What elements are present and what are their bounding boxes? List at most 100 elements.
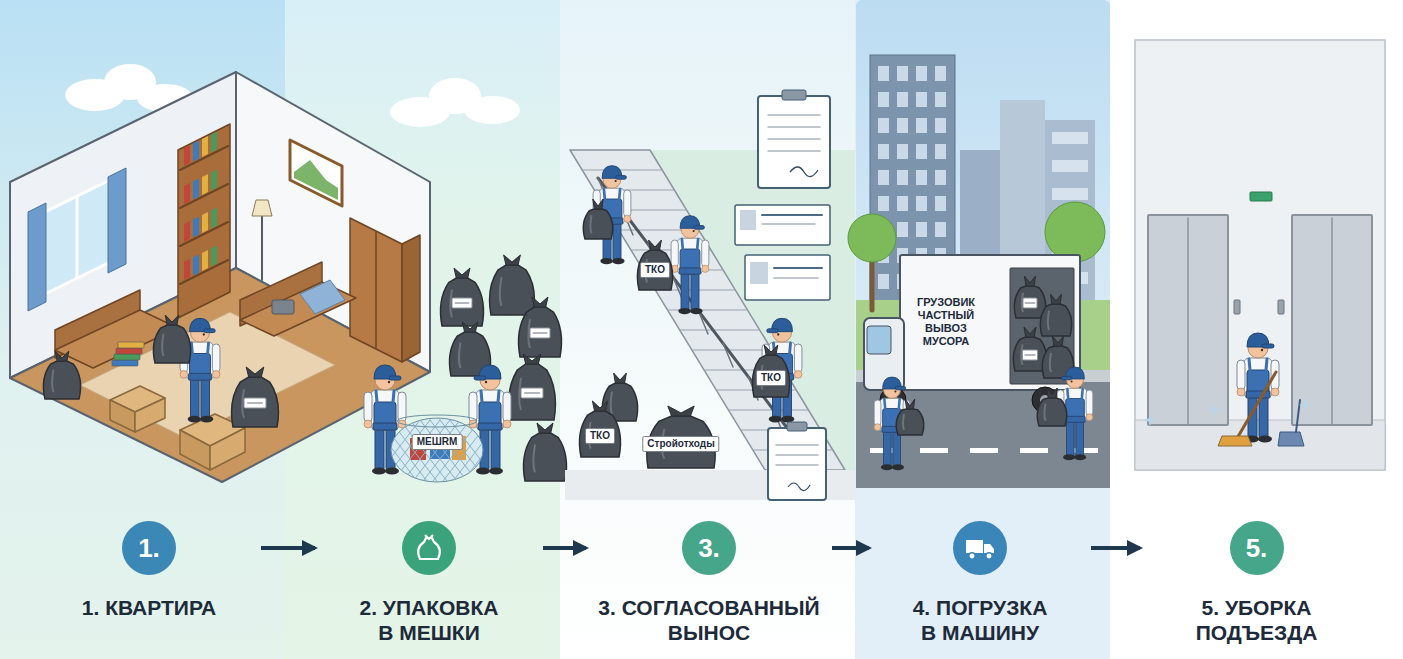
room (76, 196, 79, 278)
street-scene (1045, 202, 1105, 262)
worker (364, 420, 372, 428)
staircase (728, 409, 808, 410)
street-scene (1020, 448, 1048, 453)
worker (372, 468, 386, 475)
clipboard (768, 114, 820, 116)
garbage-bag (1050, 353, 1051, 372)
worker (201, 376, 210, 418)
worker (206, 343, 210, 353)
staircase (570, 150, 845, 470)
bag-tag: Стройотходы (642, 436, 719, 452)
worker (1247, 370, 1269, 398)
worker (385, 468, 399, 475)
garbage-bag (441, 278, 484, 326)
mesh-bag (440, 420, 490, 485)
mesh-bag (340, 420, 390, 485)
bookshelf (211, 208, 217, 229)
mesh-bag (450, 420, 500, 485)
truck (900, 255, 1080, 390)
stair-hall (1296, 400, 1300, 432)
garbage-bag (521, 388, 543, 398)
worker (1266, 359, 1267, 370)
street-scene (916, 92, 927, 107)
stair-hall (1144, 414, 1156, 426)
street-scene (878, 274, 889, 289)
worker (600, 258, 613, 264)
worker (491, 426, 500, 470)
street-scene (935, 222, 946, 237)
street-scene (897, 92, 908, 107)
step-badge: 3. (682, 521, 736, 575)
garbage-bag (614, 373, 627, 383)
garbage-bag (1040, 304, 1071, 336)
garbage-bag (752, 345, 789, 397)
bag-tag: МЕШRM (412, 434, 463, 450)
mesh-bag (390, 420, 440, 485)
boxes (110, 400, 135, 432)
mesh-bag (460, 420, 510, 485)
worker (1261, 349, 1263, 351)
room (45, 180, 110, 294)
worker (204, 329, 215, 333)
lamp (252, 200, 272, 280)
garbage-bag (637, 240, 672, 290)
stair-hall (1208, 404, 1220, 416)
worker (1066, 399, 1085, 423)
wardrobe (402, 235, 420, 362)
bookshelf (202, 136, 208, 157)
worker (481, 391, 482, 402)
garbage-bag (532, 297, 548, 307)
worker (498, 391, 499, 402)
garbage-bag (162, 334, 163, 356)
street-scene (856, 380, 1110, 488)
worker (1249, 359, 1250, 370)
room (10, 72, 236, 378)
worker (478, 423, 502, 430)
worker (376, 391, 377, 402)
stair-hall (1135, 40, 1385, 470)
garbage-bag (1024, 276, 1035, 286)
wardrobe (350, 218, 420, 362)
worker (618, 189, 622, 199)
bookshelf (202, 250, 208, 271)
mesh-bag (380, 420, 430, 485)
clipboard (768, 138, 820, 140)
street-scene (916, 144, 927, 159)
mesh-bag (330, 420, 540, 485)
worker (189, 373, 212, 380)
worker (874, 400, 881, 426)
garbage-bag (43, 351, 80, 399)
garbage-bag (1044, 404, 1045, 421)
garbage-bag (1023, 298, 1037, 308)
lamp (261, 215, 263, 280)
permit-card (745, 255, 830, 300)
worker (393, 391, 394, 402)
mesh-bag (390, 420, 440, 485)
lamp (252, 200, 272, 216)
street-scene (935, 66, 946, 81)
step-badge (402, 521, 456, 575)
street-scene (916, 222, 927, 237)
clipboard (776, 454, 818, 456)
garbage-bag (896, 399, 924, 435)
mesh-bag (470, 420, 520, 485)
street-scene (1052, 188, 1088, 200)
garbage-bag (523, 354, 541, 364)
worker (503, 420, 511, 428)
boxes (135, 398, 165, 432)
worker (671, 216, 709, 315)
bookshelf (178, 124, 230, 318)
garbage-bag (593, 199, 603, 209)
street-scene (848, 0, 1110, 488)
garbage-bag (590, 215, 591, 233)
worker (1074, 454, 1086, 460)
truck (864, 255, 1093, 470)
truck-lettering: ГРУЗОВИК ЧАСТНЫЙ ВЫВОЗ МУСОРА (904, 296, 988, 348)
staircase (565, 150, 855, 500)
step-icon (969, 553, 975, 559)
permit-card (774, 277, 818, 279)
room (112, 360, 138, 366)
stair-hall (1236, 372, 1276, 440)
step-title: 4. ПОГРУЗКА В МАШИНУ (912, 595, 1049, 645)
